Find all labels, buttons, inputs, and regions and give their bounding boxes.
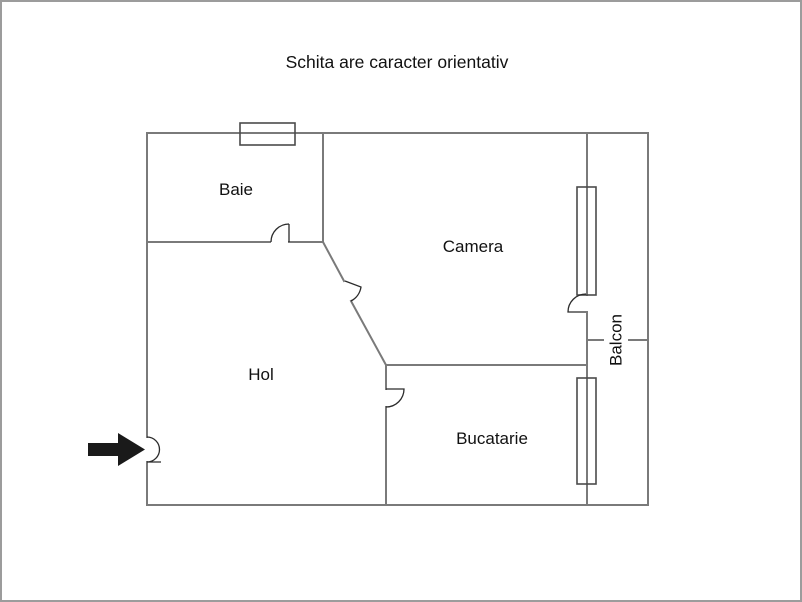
door-balcony-icon xyxy=(567,293,587,313)
door-kitchen-icon xyxy=(385,388,405,408)
doors xyxy=(146,223,587,463)
label-living-room: Camera xyxy=(443,237,504,256)
label-balcony: Balcon xyxy=(606,314,625,366)
walls xyxy=(146,132,649,506)
entrance-arrow-icon xyxy=(88,433,145,466)
balcony-label-mask xyxy=(604,313,628,367)
label-bathroom: Baie xyxy=(219,180,253,199)
window-kitchen-icon xyxy=(576,377,597,485)
wall-diagonal-hall xyxy=(321,240,388,367)
windows xyxy=(239,122,597,485)
plan-title-group: Schita are caracter orientativ xyxy=(286,52,509,72)
door-bathroom-icon xyxy=(270,223,290,243)
label-hall: Hol xyxy=(248,365,274,384)
room-labels: Baie Camera Hol Bucatarie Balcon xyxy=(219,180,626,448)
label-kitchen: Bucatarie xyxy=(456,429,528,448)
window-bathroom-icon xyxy=(239,122,296,146)
door-entrance-icon xyxy=(146,436,161,463)
door-hall-living-icon xyxy=(344,280,362,302)
plan-title: Schita are caracter orientativ xyxy=(286,52,509,72)
window-living-icon xyxy=(576,186,597,296)
